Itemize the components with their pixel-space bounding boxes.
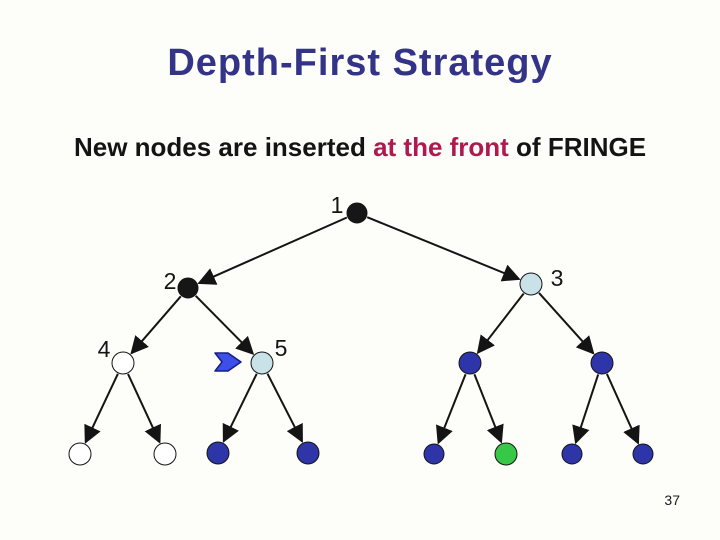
tree-node-n3aa [423, 443, 445, 465]
fringe-pointer-icon [214, 352, 242, 372]
tree-edge-n2-n5 [194, 295, 255, 355]
tree-edge-n3a-n3ab [473, 373, 504, 444]
tree-nodes [68, 202, 654, 466]
tree-node-n3ab [494, 442, 518, 466]
tree-edge-n3b-n3ba [572, 374, 600, 445]
tree-edges [84, 216, 640, 445]
tree-edge-n3b-n3bb [605, 373, 640, 445]
tree-node-n5a [206, 441, 230, 465]
tree-edge-n2-n4 [130, 295, 182, 355]
node-order-label-3: 3 [551, 265, 564, 291]
tree-node-n4 [111, 351, 135, 375]
tree-node-n3ba [561, 443, 583, 465]
tree-edge-n5-n5a [222, 373, 258, 443]
tree-edge-n1-n2 [197, 216, 348, 285]
node-order-label-1: 1 [331, 192, 344, 218]
tree-labels: 1 2 3 4 5 [98, 192, 564, 362]
tree-node-n5b [296, 441, 320, 465]
subtitle-highlight: at the front [373, 132, 509, 162]
node-order-label-4: 4 [98, 336, 111, 362]
tree-node-n3a [458, 351, 482, 375]
slide-subtitle: New nodes are inserted at the front of F… [0, 132, 720, 163]
tree-node-n5 [250, 351, 274, 375]
fringe-pointer-layer [214, 352, 242, 372]
node-order-label-5: 5 [275, 335, 288, 361]
tree-node-n3b [590, 351, 614, 375]
tree-node-n3 [519, 272, 543, 296]
tree-node-n3bb [632, 443, 654, 465]
tree-edge-n4-n4b [127, 373, 161, 444]
slide-title: Depth-First Strategy [167, 42, 553, 84]
tree-edge-n1-n3 [366, 216, 521, 282]
tree-edge-n3a-n3aa [436, 373, 467, 445]
tree-node-n4a [68, 442, 92, 466]
node-order-label-2: 2 [164, 268, 177, 294]
tree-edge-n3-n3a [476, 292, 525, 355]
tree-edge-n5-n5b [266, 373, 303, 444]
subtitle-prefix: New nodes are inserted [73, 132, 374, 162]
tree-edge-n4-n4a [84, 373, 119, 444]
tree-node-n4b [153, 442, 177, 466]
tree-edge-n3-n3b [538, 292, 595, 355]
tree-node-n2 [177, 277, 199, 299]
subtitle-suffix: of FRINGE [508, 132, 647, 162]
tree-node-n1 [346, 202, 368, 224]
page-number: 37 [664, 492, 680, 508]
